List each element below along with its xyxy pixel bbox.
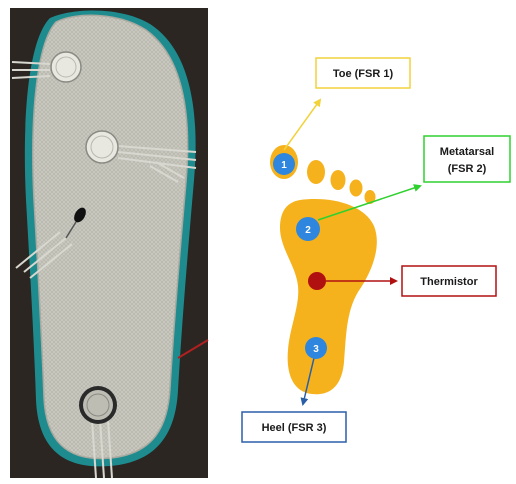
toe-marker-number: 1: [281, 160, 287, 171]
foot-diagram: 1 2 3 Toe (FSR 1) Metatarsal (FSR 2) The…: [242, 58, 510, 442]
toe-2: [307, 160, 325, 184]
metatarsal-label-line1: Metatarsal: [440, 146, 494, 158]
metatarsal-label: Metatarsal (FSR 2): [424, 136, 510, 182]
metatarsal-marker: 2: [296, 217, 320, 241]
toe-4: [350, 180, 363, 197]
heel-label: Heel (FSR 3): [242, 412, 346, 442]
thermistor-marker: [308, 272, 326, 290]
metatarsal-label-line2: (FSR 2): [448, 163, 487, 175]
metatarsal-marker-number: 2: [305, 225, 311, 236]
toe-label-text: Toe (FSR 1): [333, 68, 394, 80]
thermistor-label-text: Thermistor: [420, 276, 478, 288]
toe-marker: 1: [273, 153, 295, 175]
toe-label: Toe (FSR 1): [316, 58, 410, 88]
insole-photo: [10, 8, 208, 478]
heel-marker-number: 3: [313, 344, 319, 355]
heel-marker: 3: [305, 337, 327, 359]
foot-sole: [280, 199, 377, 394]
toe-arrow: [284, 100, 320, 150]
heel-label-text: Heel (FSR 3): [262, 422, 327, 434]
toe-3: [331, 170, 346, 190]
thermistor-label: Thermistor: [402, 266, 496, 296]
